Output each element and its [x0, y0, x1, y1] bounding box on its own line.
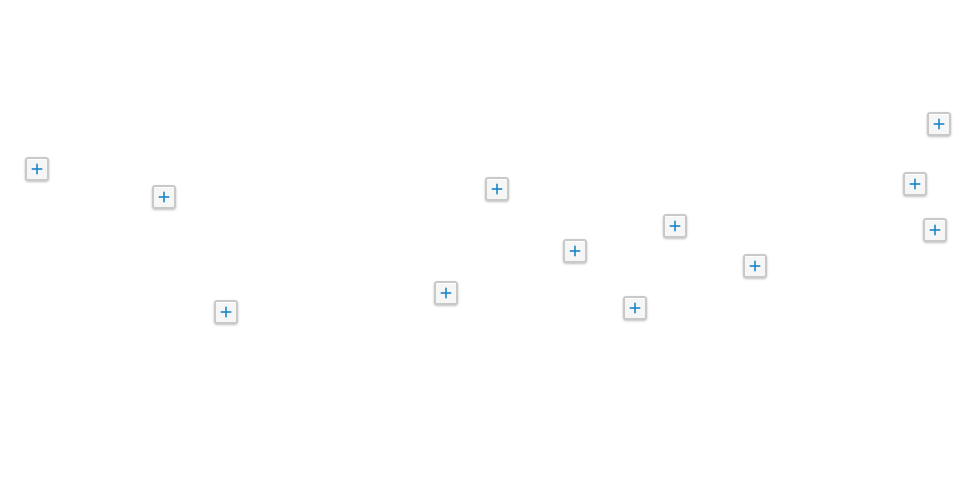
plus-icon: [933, 118, 945, 130]
plus-icon: [629, 302, 641, 314]
hotspot-button[interactable]: [923, 218, 947, 242]
plus-icon: [669, 220, 681, 232]
hotspot-button[interactable]: [434, 281, 458, 305]
hotspot-button[interactable]: [623, 296, 647, 320]
hotspot-button[interactable]: [214, 300, 238, 324]
plus-icon: [31, 163, 43, 175]
hotspot-button[interactable]: [563, 239, 587, 263]
plus-icon: [909, 178, 921, 190]
plus-icon: [569, 245, 581, 257]
plus-icon: [749, 260, 761, 272]
hotspot-button[interactable]: [927, 112, 951, 136]
hotspot-button[interactable]: [25, 157, 49, 181]
hotspot-button[interactable]: [743, 254, 767, 278]
hotspot-button[interactable]: [663, 214, 687, 238]
plus-icon: [929, 224, 941, 236]
hotspot-button[interactable]: [903, 172, 927, 196]
hotspot-button[interactable]: [152, 185, 176, 209]
plus-icon: [491, 183, 503, 195]
plus-icon: [440, 287, 452, 299]
plus-icon: [158, 191, 170, 203]
plus-icon: [220, 306, 232, 318]
hotspot-button[interactable]: [485, 177, 509, 201]
